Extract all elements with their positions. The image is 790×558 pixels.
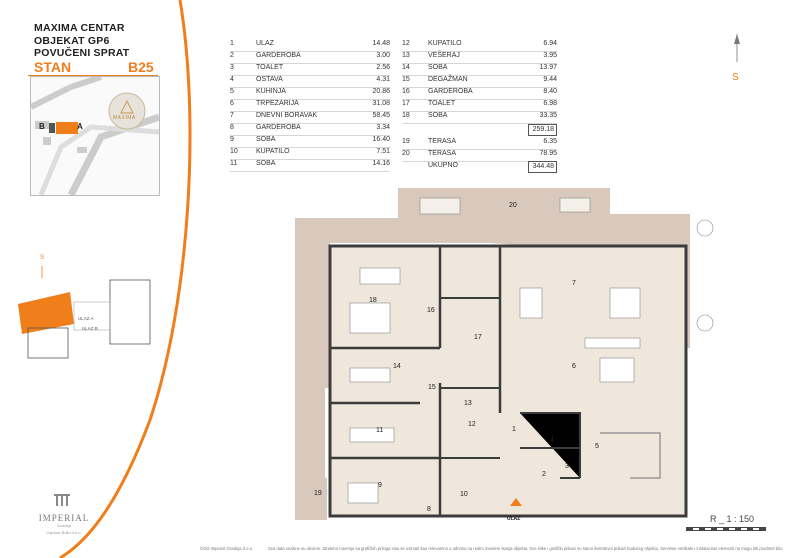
room-label-5: 5 — [595, 443, 599, 450]
stan-label: STAN — [34, 59, 72, 75]
total-box: 344.48 — [528, 161, 557, 173]
building-name: OBJEKAT GP6 — [34, 34, 110, 47]
compass-label: S — [732, 72, 739, 83]
room-label-15: 15 — [428, 384, 436, 391]
total-row: UKUPNO — [428, 162, 458, 169]
map-label-b: B — [39, 122, 45, 131]
brand-columns-icon — [54, 494, 70, 506]
orange-swoosh — [59, 0, 192, 558]
room-label-18: 18 — [369, 297, 377, 304]
room-label-6: 6 — [572, 363, 576, 370]
room-label-3: 3 — [565, 463, 569, 470]
room-label-10: 10 — [460, 491, 468, 498]
room-label-1: 1 — [512, 426, 516, 433]
floor-plan-drawing — [295, 188, 714, 520]
scale-label: R _ 1 : 150 — [710, 514, 755, 524]
room-label-14: 14 — [393, 363, 401, 370]
footer-copyright: ©GD Imperial Gradnja d.o.o. — [200, 546, 254, 551]
brand-partner: Capture Build d.o.o. — [46, 530, 82, 535]
room-label-8: 8 — [427, 506, 431, 513]
key-plan: S ULAZ A ULAZ B — [18, 252, 158, 372]
floor-name: POVUČENI SPRAT — [34, 47, 130, 59]
room-label-2: 2 — [542, 471, 546, 478]
project-name: MAXIMA CENTAR — [34, 22, 125, 34]
room-label-12: 12 — [468, 421, 476, 428]
location-map: B A MAXIMA — [30, 76, 160, 196]
room-label-11: 11 — [376, 427, 384, 434]
apartment-code: B25 — [128, 59, 154, 75]
location-map-drawing — [31, 77, 159, 195]
brand-sub: Gradnja — [56, 523, 72, 528]
room-label-4: 4 — [550, 437, 554, 444]
room-label-7: 7 — [572, 280, 576, 287]
room-label-17: 17 — [474, 334, 482, 341]
floor-plan: 1 2 3 4 5 6 7 8 9 10 11 12 13 14 15 16 1… — [290, 188, 720, 533]
room-label-9: 9 — [378, 482, 382, 489]
map-logo-text: MAXIMA — [113, 115, 136, 121]
brand-logo: IMPERIAL Gradnja Capture Build d.o.o. — [34, 494, 94, 535]
compass-needle-icon — [734, 34, 740, 62]
keyplan-ulaz-a: ULAZ A — [78, 316, 94, 321]
keyplan-drawing — [18, 266, 151, 359]
keyplan-compass-label: S — [40, 255, 45, 261]
room-label-16: 16 — [427, 307, 435, 314]
brand-name: IMPERIAL — [38, 513, 90, 523]
compass: S — [722, 32, 752, 86]
keyplan-ulaz-b: ULAZ B — [82, 326, 98, 331]
subtotal-box: 259.18 — [528, 124, 557, 136]
room-label-20: 20 — [509, 202, 517, 209]
header-divider — [28, 75, 158, 76]
entrance-label: ULAZ — [507, 516, 521, 522]
scale-bar — [686, 527, 766, 531]
room-label-13: 13 — [464, 400, 472, 407]
room-label-19: 19 — [314, 490, 322, 497]
project-header: MAXIMA CENTAR OBJEKAT GP6 POVUČENI SPRAT — [34, 22, 129, 60]
map-label-a: A — [77, 122, 83, 131]
footer-disclaimer: Sva data vezitine su okvirne. Direktno m… — [268, 546, 783, 551]
